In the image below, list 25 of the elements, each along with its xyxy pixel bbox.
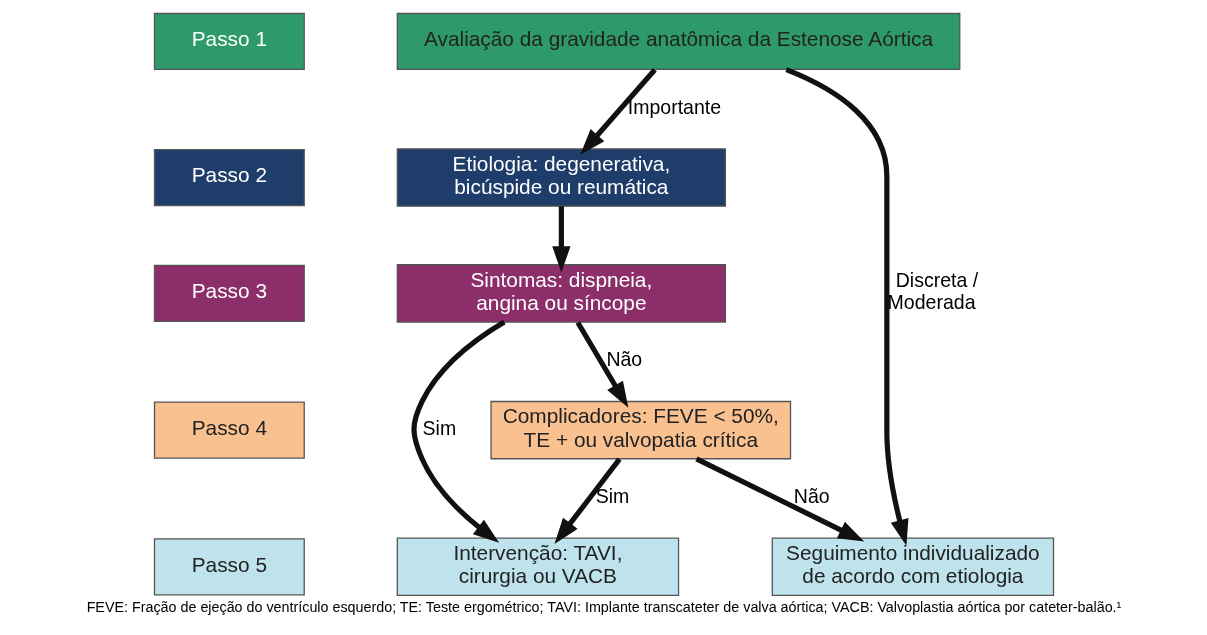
node-box: Complicadores: FEVE < 50%, TE + ou valvopatia crítica	[489, 400, 791, 460]
arrow	[694, 456, 864, 542]
edge-label: Não	[605, 348, 642, 371]
edge-label: Sim	[595, 485, 629, 508]
edge-label: Discreta / Moderada	[887, 268, 978, 314]
arrow	[579, 68, 657, 155]
node-box: Passo 2	[153, 148, 305, 207]
node-box: Etiologia: degenerativa, bicúspide ou reumática	[396, 148, 726, 207]
edge-label: Sim	[422, 416, 456, 439]
node-box: Passo 4	[153, 401, 305, 459]
node-box: Intervenção: TAVI, cirurgia ou VACB	[396, 537, 679, 597]
node-box: Passo 3	[153, 264, 305, 323]
arrow	[553, 457, 622, 545]
edge-label: Não	[793, 485, 830, 508]
arrow	[784, 67, 908, 546]
node-box: Avaliação da gravidade anatômica da Estenose Aórtica	[396, 12, 960, 71]
node-box: Passo 5	[153, 538, 305, 596]
node-box: Seguimento individualizado de acordo com etiologia	[771, 537, 1054, 597]
node-box: Passo 1	[153, 12, 305, 71]
edge-label: Importante	[627, 95, 721, 118]
arrow	[410, 319, 506, 543]
arrow	[575, 321, 628, 408]
node-box: Sintomas: dispneia, angina ou síncope	[396, 264, 726, 323]
caption: FEVE: Fração de ejeção do ventrículo esquerdo; TE: Teste ergométrico; TAVI: Implante transcateter de valva aórtica; VACB: Valvoplastia aórtica por cateter-balão.¹	[86, 599, 1121, 616]
arrow	[551, 206, 570, 273]
